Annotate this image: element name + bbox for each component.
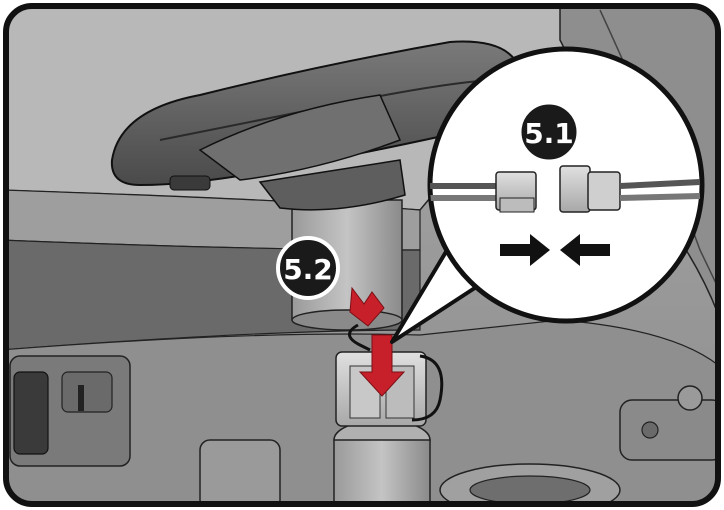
- step-badge-5-1: 5.1: [518, 101, 580, 163]
- arrow-down-icon: [349, 286, 406, 397]
- step-badge-5-2: 5.2: [276, 236, 340, 300]
- frame-border: [3, 3, 721, 507]
- console-buttons: [619, 385, 718, 461]
- steering-column: [291, 199, 403, 352]
- arrow-right-icon: [500, 234, 550, 266]
- step-label-5-1: 5.1: [524, 117, 574, 150]
- female-connector: [559, 165, 701, 213]
- step-label-5-2: 5.2: [283, 253, 333, 286]
- steering-wheel: [110, 40, 522, 211]
- arrow-left-icon: [560, 234, 610, 266]
- side-switch-panel: [9, 355, 131, 467]
- male-connector: [430, 171, 537, 213]
- connector-detail-callout: [427, 46, 705, 324]
